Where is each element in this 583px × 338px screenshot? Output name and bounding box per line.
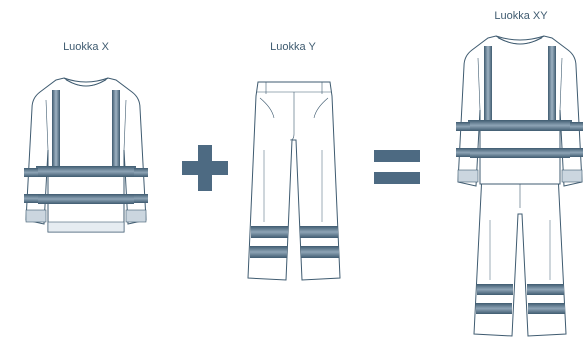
equals-icon xyxy=(374,150,420,184)
suit-jacket xyxy=(458,36,582,186)
plus-icon xyxy=(182,145,228,191)
hi-vis-full-suit-icon xyxy=(456,36,583,336)
hi-vis-sweatshirt-icon xyxy=(26,78,146,232)
